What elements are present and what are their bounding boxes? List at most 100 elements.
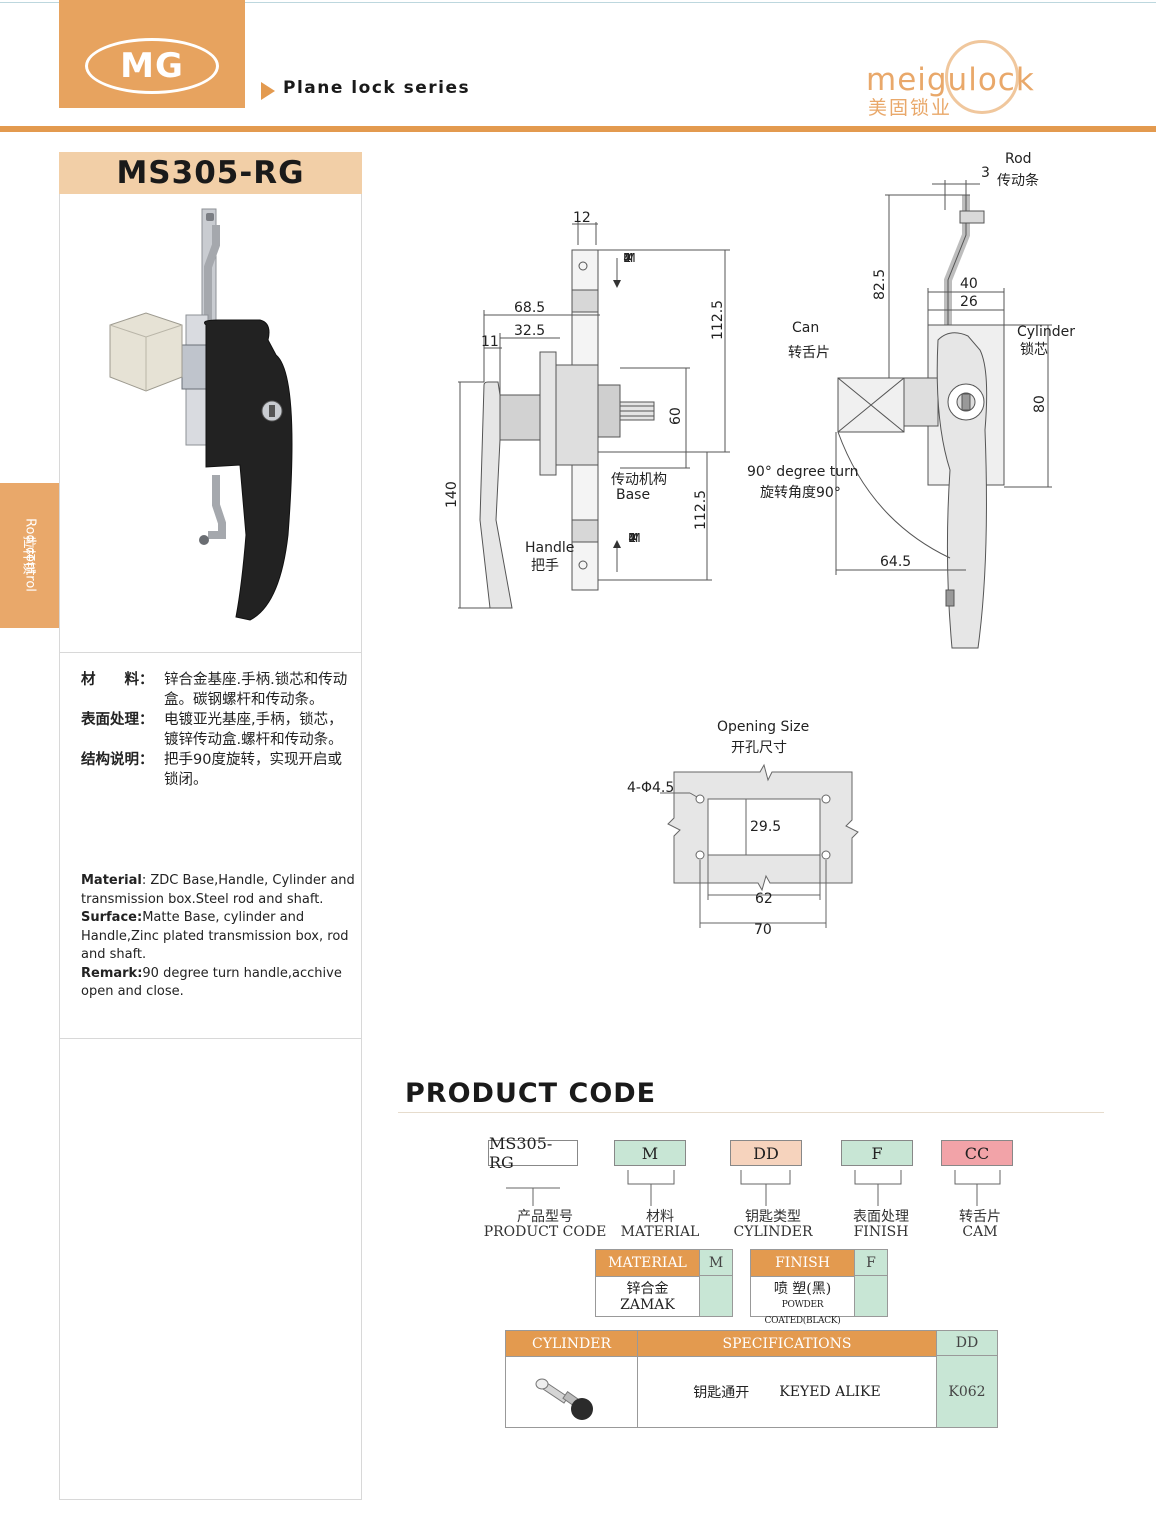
- cylinder-code-cell: K062: [937, 1356, 997, 1427]
- dim-64-5: 64.5: [880, 554, 911, 570]
- dim-3: 3: [981, 165, 990, 181]
- finish-value-en: POWDER COATED(BLACK): [764, 1300, 841, 1326]
- dim-40: 40: [960, 276, 978, 292]
- spec-en-key: Remark:: [81, 965, 143, 981]
- spec-value: 锌合金基座.手柄.锁芯和传动盒。碳钢螺杆和传动条。: [164, 672, 348, 708]
- material-code-cell: [700, 1276, 732, 1316]
- code-box-model: MS305-RG: [488, 1134, 578, 1172]
- spec-row-surface: 表面处理：电镀亚光基座,手柄，锁芯，镀锌传动盒.螺杆和传动条。: [81, 710, 351, 750]
- panel-divider: [59, 652, 362, 653]
- label-en: PRODUCT CODE: [483, 1224, 607, 1240]
- finish-value-cn: 喷 塑(黑): [773, 1281, 832, 1297]
- product-code-title: PRODUCT CODE: [405, 1078, 657, 1109]
- spec-value: 电镀亚光基座,手柄，锁芯，镀锌传动盒.螺杆和传动条。: [164, 712, 343, 748]
- dim-26: 26: [960, 294, 978, 310]
- material-header: MATERIAL: [596, 1250, 700, 1276]
- label-en: MATERIAL: [620, 1224, 700, 1240]
- spec-en-surface: Surface:Matte Base, cylinder and Handle,…: [81, 909, 356, 965]
- m4-bottom: 2 4 M M: [628, 531, 641, 545]
- spec-en-value: Matte Base, cylinder and Handle,Zinc pla…: [81, 910, 349, 962]
- label-cn: 表面处理: [853, 1209, 909, 1225]
- rod-en: Rod: [1005, 151, 1032, 167]
- cylinder-cn: 锁芯: [1020, 342, 1048, 358]
- dim-112-5-top: 112.5: [710, 300, 726, 340]
- m4-top: 2 4 M M: [623, 251, 636, 265]
- opening-en: Opening Size: [717, 719, 809, 735]
- cylinder-en: Cylinder: [1017, 324, 1075, 340]
- header-rule: [0, 126, 1156, 132]
- label-cn: 产品型号: [517, 1209, 573, 1225]
- dim-82-5: 82.5: [872, 269, 888, 300]
- dim-12: 12: [573, 210, 591, 226]
- material-table: MATERIAL M 锌合金 ZAMAK: [595, 1249, 733, 1317]
- dim-68-5: 68.5: [514, 300, 545, 316]
- material-value-en: ZAMAK: [620, 1297, 675, 1313]
- label-cn: 转舌片: [959, 1209, 1001, 1225]
- opening-size-drawing: Opening Size 开孔尺寸 4-Φ4.5 29.5 62 70: [627, 719, 859, 938]
- spec-cn: 钥匙通开: [693, 1385, 750, 1401]
- can-cn: 转舌片: [788, 345, 830, 361]
- side-tab: Rod control 拉杆锁: [0, 483, 59, 628]
- brand-logo-text: meigulock: [866, 62, 1035, 98]
- model-name: MS305-RG: [116, 155, 305, 191]
- turn-cn: 旋转角度90°: [760, 485, 841, 501]
- cylinder-image-cell: [506, 1356, 638, 1427]
- spec-en-remark: Remark:90 degree turn handle,acchive ope…: [81, 965, 356, 1002]
- product-code-rule: [398, 1112, 1104, 1113]
- side-tab-label-cn: 拉杆锁: [20, 535, 36, 575]
- spec-value: 把手90度旋转，实现开启或锁闭。: [164, 752, 342, 788]
- code-box-cylinder: DD: [730, 1140, 802, 1166]
- logo-text: MG: [120, 46, 184, 86]
- model-heading: MS305-RG: [59, 152, 362, 194]
- dim-29-5: 29.5: [750, 819, 781, 835]
- spec-key: 结构说明：: [81, 752, 154, 768]
- dim-140: 140: [444, 481, 460, 508]
- holes-spec: 4-Φ4.5: [627, 780, 674, 796]
- dim-11: 11: [481, 334, 499, 350]
- front-view-drawing: Rod 传动条 3 82.5 40 26 Can 转舌片 Cylinder 锁芯…: [747, 151, 1075, 649]
- finish-code-cell: [855, 1276, 887, 1316]
- dim-112-5-bottom: 112.5: [693, 490, 709, 530]
- product-photo: [109, 208, 293, 621]
- series-title: Plane lock series: [283, 78, 471, 98]
- material-code: M: [700, 1250, 732, 1276]
- dim-62: 62: [755, 891, 773, 907]
- finish-table: FINISH F 喷 塑(黑) POWDER COATED(BLACK): [750, 1249, 888, 1326]
- dim-70: 70: [754, 922, 772, 938]
- code-box-finish: F: [841, 1140, 913, 1166]
- specifications-header: SPECIFICATIONS: [638, 1331, 937, 1356]
- spec-en-material: Material: ZDC Base,Handle, Cylinder and …: [81, 872, 356, 909]
- spec-cell: 钥匙通开 KEYED ALIKE: [638, 1356, 937, 1427]
- handle-en: Handle: [525, 540, 574, 556]
- panel-divider: [59, 1038, 362, 1039]
- cylinder-header: CYLINDER: [506, 1331, 638, 1356]
- logo-ellipse: MG: [85, 38, 219, 94]
- label-cn: 材料: [646, 1209, 674, 1225]
- turn-en: 90° degree turn: [747, 464, 859, 480]
- handle-cn: 把手: [531, 558, 559, 574]
- code-box-material: M: [614, 1140, 686, 1166]
- code-box-cam: CC: [941, 1140, 1013, 1166]
- label-en: CAM: [962, 1224, 998, 1240]
- mg-logo: MG: [59, 0, 245, 108]
- dim-60: 60: [668, 407, 684, 425]
- specs-en: Material: ZDC Base,Handle, Cylinder and …: [81, 872, 356, 1002]
- finish-code: F: [855, 1250, 887, 1276]
- spec-row-material: 材 料： 锌合金基座.手柄.锁芯和传动盒。碳钢螺杆和传动条。: [81, 670, 351, 710]
- base-en: Base: [616, 487, 650, 503]
- finish-value: 喷 塑(黑) POWDER COATED(BLACK): [751, 1276, 855, 1326]
- material-value: 锌合金 ZAMAK: [596, 1276, 700, 1316]
- spec-key: 材 料：: [81, 672, 154, 688]
- specs-cn: 材 料： 锌合金基座.手柄.锁芯和传动盒。碳钢螺杆和传动条。 表面处理：电镀亚光基…: [81, 670, 351, 790]
- rod-cn: 传动条: [997, 172, 1039, 189]
- brand-logo-cn: 美固锁业: [868, 97, 953, 119]
- material-value-cn: 锌合金: [626, 1281, 669, 1297]
- dd-header: DD: [937, 1331, 997, 1356]
- can-en: Can: [792, 320, 819, 336]
- spec-en-key: Material: [81, 873, 142, 888]
- side-view-drawing: 12 68.5 32.5 11 140 112.5 112.5 60 2 4 M…: [444, 210, 730, 609]
- spec-en-key: Surface:: [81, 910, 143, 925]
